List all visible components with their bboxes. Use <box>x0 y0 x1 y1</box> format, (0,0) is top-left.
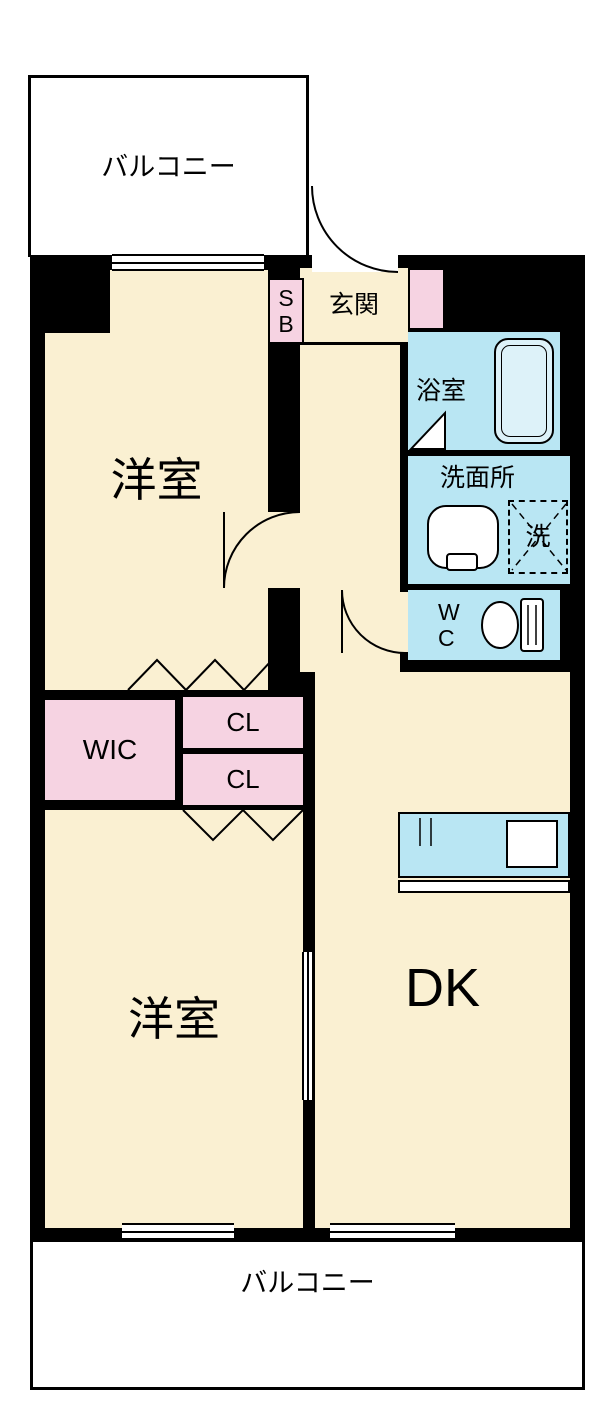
wc-label-c: C <box>438 625 455 651</box>
dk-room: DK <box>315 672 570 1228</box>
counter-front <box>398 880 570 893</box>
balcony-top-label: バルコニー <box>101 151 236 182</box>
closet-lower: CL <box>183 754 303 805</box>
balcony-bottom: バルコニー <box>30 1242 585 1390</box>
closet-upper-label: CL <box>226 706 260 737</box>
shoe-box-label-s: S <box>278 284 294 311</box>
kitchen-sink-icon <box>506 820 558 868</box>
bathtub-inner <box>501 345 547 437</box>
genkan-label: 玄関 <box>328 290 379 319</box>
wic: WIC <box>45 700 175 800</box>
washer-pan-label: 洗 <box>525 522 551 551</box>
western-room-1-label: 洋室 <box>110 453 203 506</box>
wc-room: W C <box>408 590 560 660</box>
window-top <box>112 254 264 271</box>
western-room-2-label: 洋室 <box>128 992 220 1045</box>
entrance-opening <box>312 253 398 272</box>
window-bottom-1 <box>122 1223 234 1240</box>
closet-upper: CL <box>183 697 303 748</box>
washer-pan: 洗 <box>508 500 568 574</box>
wc-door-opening <box>398 592 408 652</box>
sliding-divider <box>302 952 314 1100</box>
bathtub-icon <box>494 338 554 444</box>
bathroom-label: 浴室 <box>416 376 467 405</box>
genkan: 玄関 <box>300 268 408 345</box>
balcony-bottom-label: バルコニー <box>240 1268 375 1298</box>
room1-door-opening <box>266 512 302 588</box>
shoe-box: S B <box>268 278 304 344</box>
wic-label: WIC <box>82 733 138 765</box>
corner-pillar <box>30 255 110 333</box>
balcony-top: バルコニー <box>28 75 309 257</box>
western-room-2: 洋室 <box>45 810 303 1228</box>
closet-lower-label: CL <box>226 763 260 794</box>
washroom-label: 洗面所 <box>440 464 516 492</box>
dk-label: DK <box>404 958 480 1018</box>
wc-label-w: W <box>438 598 460 625</box>
shoe-box-label-b: B <box>278 311 294 337</box>
window-bottom-2 <box>330 1223 455 1240</box>
western-room-1: 洋室 <box>45 270 268 690</box>
entry-storage <box>408 268 445 330</box>
